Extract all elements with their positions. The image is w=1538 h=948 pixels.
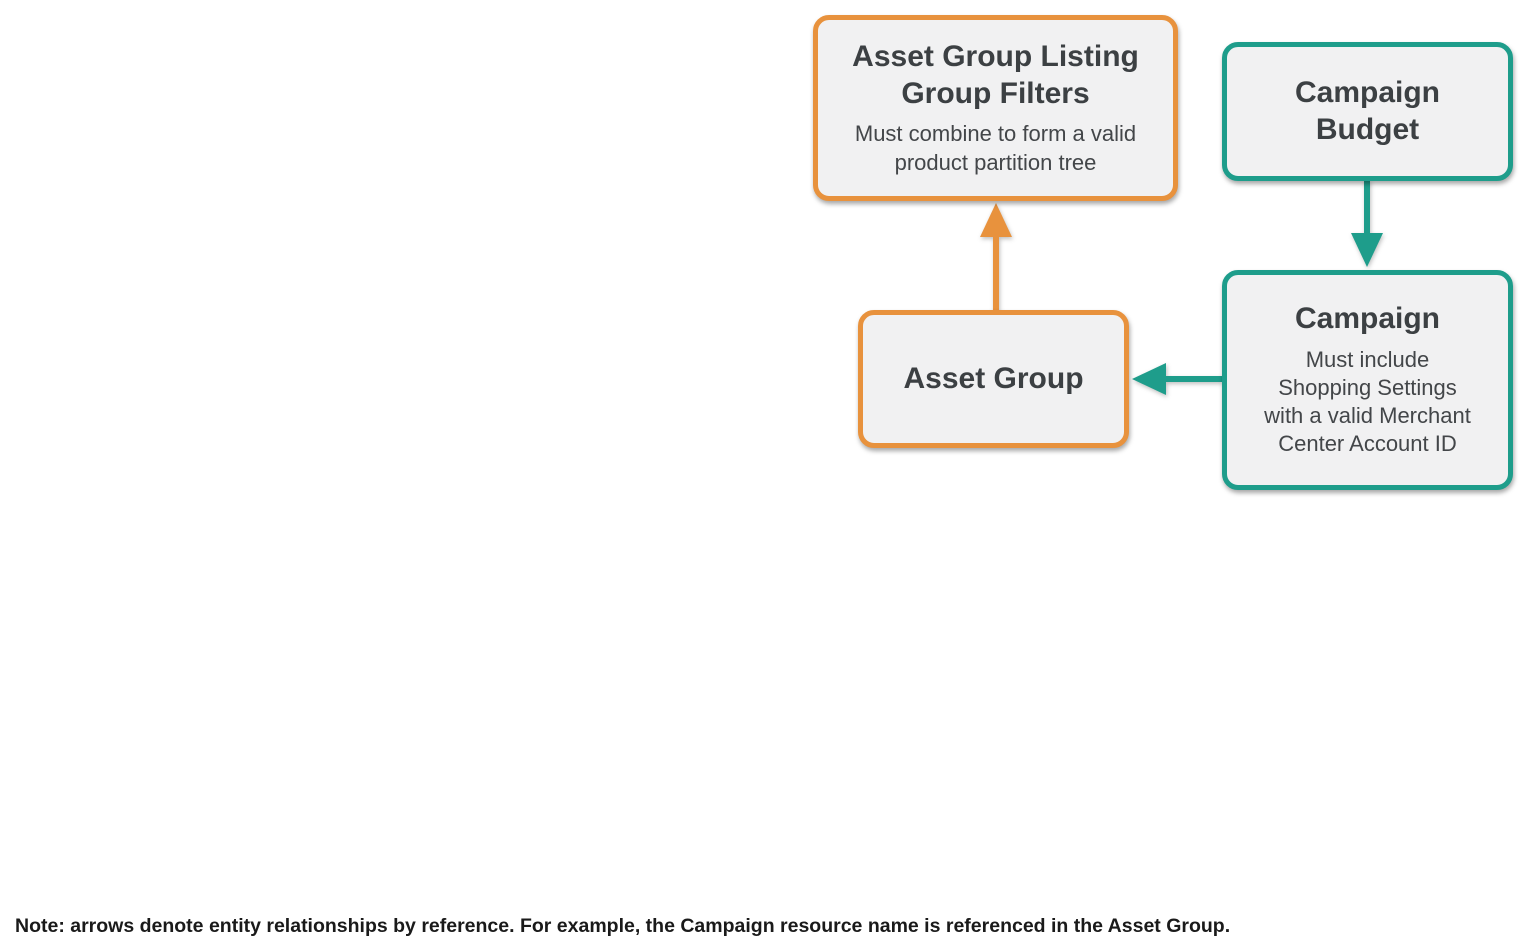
node-title: Campaign (1294, 302, 1441, 336)
node-asset-group: Asset Group (858, 310, 1129, 448)
node-campaign: Campaign Must include Shopping Settings … (1222, 270, 1513, 490)
node-title: Asset Group Listing Group Filters (852, 40, 1139, 110)
arrow-asset-group-to-listing-filters (980, 203, 1012, 312)
node-subtitle: Must combine to form a valid product par… (854, 121, 1137, 175)
node-title: Asset Group (903, 361, 1084, 395)
node-title: Campaign Budget (1294, 75, 1441, 146)
footnote: Note: arrows denote entity relationships… (15, 915, 1231, 937)
arrow-campaign-budget-to-campaign (1351, 180, 1383, 267)
node-asset-group-listing-group-filters: Asset Group Listing Group Filters Must c… (813, 15, 1178, 201)
node-subtitle: Must include Shopping Settings with a va… (1264, 346, 1471, 457)
node-campaign-budget: Campaign Budget (1222, 42, 1513, 181)
arrow-campaign-to-asset-group (1132, 363, 1222, 395)
